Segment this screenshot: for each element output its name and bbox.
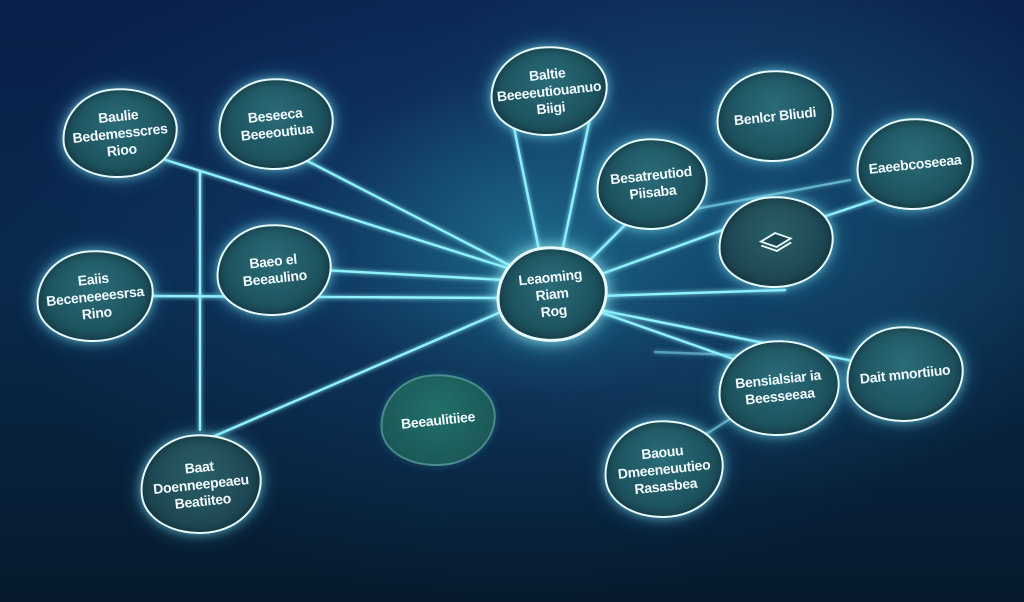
node-far-right-line-1: Eaeebcoseeaa bbox=[867, 150, 962, 177]
node-layers[interactable] bbox=[713, 190, 839, 294]
node-mid-right-upper-line-2: Piisaba bbox=[628, 181, 678, 203]
node-far-right-mid-line-1: Dait mnortiiuo bbox=[859, 360, 951, 387]
node-top-left-line-3: Rioo bbox=[106, 139, 138, 159]
node-top-center-line-3: Biigi bbox=[535, 97, 566, 117]
link-center-top-center-a bbox=[510, 116, 542, 257]
link-center-top-left bbox=[148, 153, 522, 274]
link-center-mid-left bbox=[320, 268, 507, 282]
node-far-left-line-3: Rino bbox=[81, 302, 113, 322]
link-center-far-left bbox=[148, 294, 507, 300]
node-top-right-line-1: Benlcr Bliudi bbox=[733, 103, 817, 128]
link-center-bottom-left bbox=[208, 306, 512, 440]
center-node-line-3: Rog bbox=[539, 301, 568, 320]
node-lower-center-line-1: Beeaulitiiee bbox=[400, 407, 476, 432]
link-center-layers-b bbox=[598, 288, 787, 298]
link-center-top-left2 bbox=[288, 150, 517, 270]
link-center-top-center-b bbox=[560, 116, 592, 254]
link-layers-far-right bbox=[818, 196, 882, 220]
layers-icon bbox=[758, 232, 793, 252]
link-layers-upper bbox=[688, 178, 852, 212]
link-center-layers-a bbox=[594, 226, 730, 278]
